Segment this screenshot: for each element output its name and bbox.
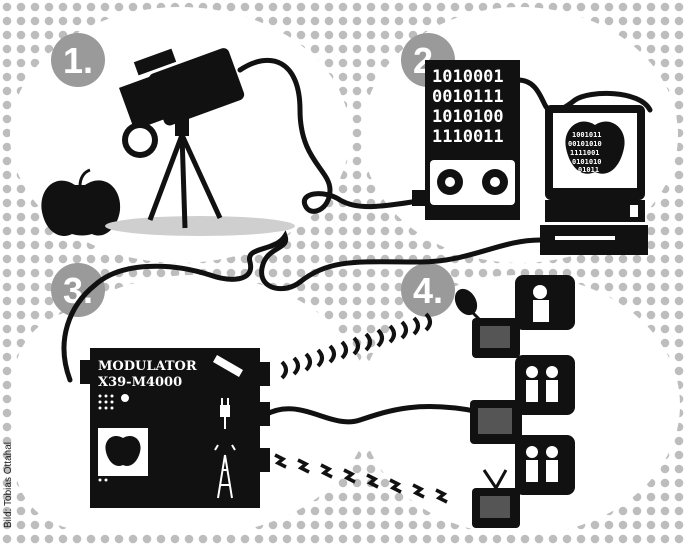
tv-cable <box>470 400 522 444</box>
binary-row-3: 1010100 <box>432 107 504 127</box>
monitor-binary-1: 1001011 <box>572 131 602 139</box>
monitor-binary-5: 01011 <box>578 166 599 174</box>
monitor-binary-4: 0101010 <box>572 158 602 166</box>
step-badge-4: 4. <box>401 263 455 317</box>
photo-credit: Bild: Tobias Ottahal <box>3 442 14 528</box>
step-number-4: 4. <box>413 270 443 311</box>
step-number-1: 1. <box>63 40 93 81</box>
viewers-couch-2 <box>515 355 575 415</box>
tape-machine-icon: 1010001 0010111 1010100 1110011 <box>412 60 520 220</box>
step-badge-1: 1. <box>51 33 105 87</box>
binary-row-4: 1110011 <box>432 127 504 147</box>
monitor-binary-3: 1111001 <box>570 149 600 157</box>
computer-icon: 1001011 00101010 1111001 0101010 01011 <box>540 105 648 255</box>
modulator-title: MODULATOR <box>98 359 197 374</box>
viewers-couch-1 <box>515 275 575 330</box>
viewers-couch-3 <box>515 435 575 495</box>
modulator-model: X39-M4000 <box>98 375 182 390</box>
binary-row-2: 0010111 <box>432 87 504 107</box>
step-badge-3: 3. <box>51 263 105 317</box>
modulator-box: MODULATOR X39-M4000 <box>80 348 270 508</box>
binary-row-1: 1010001 <box>432 67 504 87</box>
monitor-binary-2: 00101010 <box>568 140 602 148</box>
